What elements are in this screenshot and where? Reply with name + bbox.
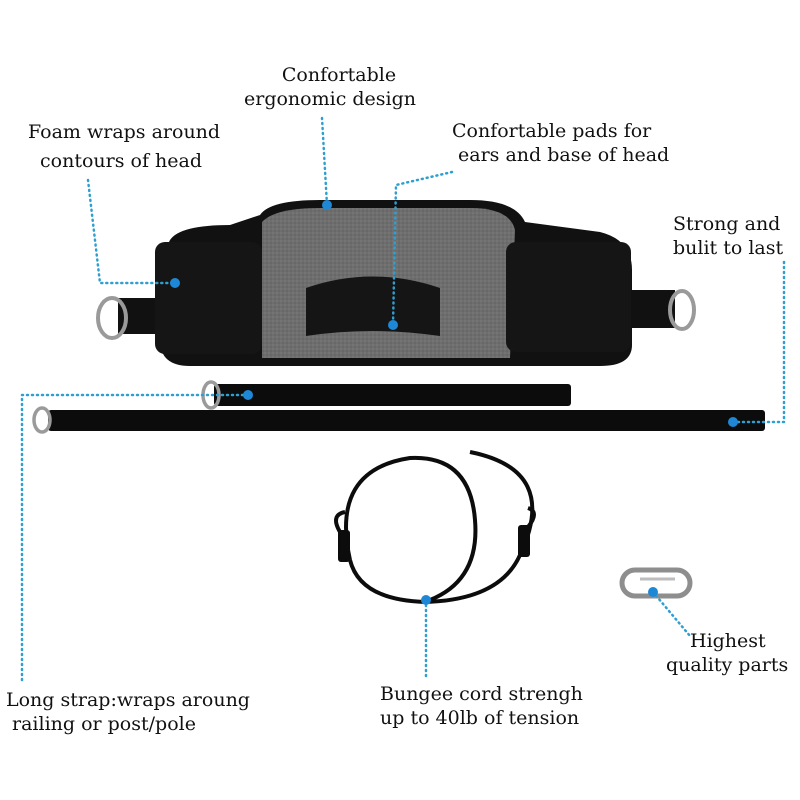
long-strap-leader (20, 393, 250, 682)
label-line: Highest (690, 630, 766, 652)
label-line: Bungee cord strengh (380, 683, 583, 705)
left-d-ring-tab (96, 296, 163, 340)
label-line: up to 40lb of tension (380, 707, 580, 729)
label-line: quality parts (666, 654, 789, 676)
label-line: Foam wraps around (28, 121, 221, 143)
label-quality: Highest quality parts (666, 629, 788, 677)
label-line: Long strap:wraps aroung (6, 689, 250, 711)
marker-dots (170, 200, 738, 605)
pads-leader (391, 170, 454, 327)
label-line: contours of head (40, 150, 202, 172)
long-strap (32, 406, 765, 434)
label-bungee: Bungee cord strengh up to 40lb of tensio… (380, 682, 583, 730)
label-line: railing or post/pole (12, 713, 196, 735)
quality-leader (651, 590, 692, 638)
label-ergonomic: Confortable ergonomic design (244, 63, 416, 111)
bungee-cord (344, 450, 535, 605)
label-pads: Confortable pads for ears and base of he… (452, 119, 669, 167)
label-line: Confortable pads for (452, 120, 652, 142)
short-strap (201, 380, 571, 410)
label-line: ears and base of head (458, 144, 670, 166)
bungee-hooks (334, 506, 536, 562)
left-ear-pad (155, 242, 262, 354)
center-neck-pad (306, 276, 440, 336)
label-line: Strong and (673, 213, 781, 235)
right-ear-pad (506, 242, 631, 352)
strong-leader (731, 260, 786, 424)
label-foam: Foam wraps around contours of head (28, 120, 220, 173)
leader-lines (20, 116, 786, 682)
label-strong: Strong and bulit to last (673, 212, 783, 260)
label-line: ergonomic design (244, 88, 417, 110)
foam-leader (86, 178, 177, 285)
label-long-strap: Long strap:wraps aroung railing or post/… (6, 688, 250, 736)
label-line: bulit to last (673, 237, 784, 259)
label-line: Confortable (281, 64, 397, 86)
ergonomic-leader (320, 116, 329, 207)
